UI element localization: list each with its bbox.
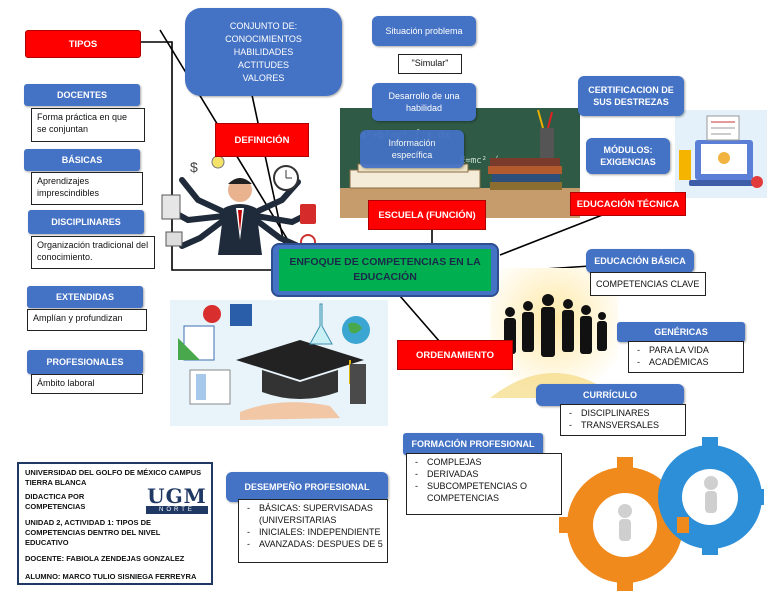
genericas-item: PARA LA VIDA <box>629 344 743 356</box>
definition-line: CONOCIMIENTOS <box>225 33 302 44</box>
desarrollo-box: Desarrollo de una habilidad <box>372 83 476 121</box>
online-education-image <box>675 110 767 198</box>
educacion-basica-text: COMPETENCIAS CLAVE <box>590 272 706 296</box>
author-info-box: UNIVERSIDAD DEL GOLFO DE MÉXICO CAMPUS T… <box>17 462 213 585</box>
ugm-logo: UGM NORTE <box>146 486 208 516</box>
activity-line: UNIDAD 2, ACTIVIDAD 1: TIPOS DE COMPETEN… <box>25 518 161 547</box>
curriculo-item: DISCIPLINARES <box>561 407 685 419</box>
genericas-list: PARA LA VIDA ACADÉMICAS <box>628 341 744 373</box>
informacion-box: Información específica <box>360 130 464 168</box>
ugm-logo-sub: NORTE <box>146 506 208 514</box>
student-line: ALUMNO: MARCO TULIO SISNIEGA FERREYRA <box>25 572 197 581</box>
educacion-basica-title: EDUCACIÓN BÁSICA <box>586 249 694 273</box>
docentes-text: Forma práctica en que se conjuntan <box>31 108 145 142</box>
extendidas-title: EXTENDIDAS <box>27 286 143 308</box>
formacion-item: COMPLEJAS <box>407 456 561 468</box>
desempeno-title: DESEMPEÑO PROFESIONAL <box>226 472 388 502</box>
svg-text:$: $ <box>190 159 198 175</box>
university-line: UNIVERSIDAD DEL GOLFO DE MÉXICO CAMPUS T… <box>25 468 202 487</box>
basicas-text: Aprendizajes imprescindibles <box>31 172 143 205</box>
definition-line: VALORES <box>242 72 285 83</box>
genericas-title: GENÉRICAS <box>617 322 745 342</box>
formacion-item: SUBCOMPETENCIAS O COMPETENCIAS <box>407 480 561 504</box>
escuela-label: ESCUELA (FUNCIÓN) <box>368 200 486 230</box>
definition-line: CONJUNTO DE: <box>229 20 298 31</box>
curriculo-item: TRANSVERSALES <box>561 419 685 431</box>
ugm-logo-text: UGM <box>147 484 207 508</box>
curriculo-title: CURRÍCULO <box>536 384 684 406</box>
modulos-box: MÓDULOS: EXIGENCIAS <box>586 138 670 174</box>
disciplinares-title: DISCIPLINARES <box>28 210 144 234</box>
formacion-item: DERIVADAS <box>407 468 561 480</box>
desempeno-list: BÁSICAS: SUPERVISADAS (UNIVERSITARIAS IN… <box>238 499 388 563</box>
genericas-item: ACADÉMICAS <box>629 356 743 368</box>
profesionales-text: Ámbito laboral <box>31 374 143 394</box>
disciplinares-text: Organización tradicional del conocimient… <box>31 236 155 269</box>
definition-line: HABILIDADES <box>233 46 294 57</box>
center-title: ENFOQUE DE COMPETENCIAS EN LA EDUCACIÓN <box>279 249 491 291</box>
situacion-box: Situación problema <box>372 16 476 46</box>
gears-image <box>555 435 767 593</box>
desempeno-item: BÁSICAS: SUPERVISADAS (UNIVERSITARIAS <box>239 502 387 526</box>
simular-box: "Simular" <box>398 54 462 74</box>
ordenamiento-label: ORDENAMIENTO <box>397 340 513 370</box>
basicas-title: BÁSICAS <box>24 149 140 171</box>
formacion-title: FORMACIÓN PROFESIONAL <box>403 433 543 455</box>
svg-text:E=mc² √x: E=mc² √x <box>460 155 504 166</box>
businessman-multitask-image: $ <box>158 150 323 255</box>
extendidas-text: Amplían y profundizan <box>27 309 147 331</box>
graduation-cap-image <box>170 300 388 426</box>
center-node: ENFOQUE DE COMPETENCIAS EN LA EDUCACIÓN <box>271 243 499 297</box>
docentes-title: DOCENTES <box>24 84 140 106</box>
course-line: DIDACTICA POR COMPETENCIAS <box>25 492 86 511</box>
profesionales-title: PROFESIONALES <box>27 350 143 374</box>
desempeno-item: INICIALES: INDEPENDIENTE <box>239 526 387 538</box>
definition-line: ACTITUDES <box>237 59 289 70</box>
certificacion-box: CERTIFICACION DE SUS DESTREZAS <box>578 76 684 116</box>
educacion-tecnica-label: EDUCACIÓN TÉCNICA <box>570 192 686 216</box>
tipos-label: TIPOS <box>25 30 141 58</box>
formacion-list: COMPLEJAS DERIVADAS SUBCOMPETENCIAS O CO… <box>406 453 562 515</box>
definition-label: DEFINICIÓN <box>215 123 309 157</box>
definition-content-box: CONJUNTO DE: CONOCIMIENTOS HABILIDADES A… <box>185 8 342 96</box>
desempeno-item: AVANZADAS: DESPUES DE 5 <box>239 538 387 550</box>
curriculo-list: DISCIPLINARES TRANSVERSALES <box>560 404 686 436</box>
teacher-line: DOCENTE: FABIOLA ZENDEJAS GONZALEZ <box>25 554 185 563</box>
